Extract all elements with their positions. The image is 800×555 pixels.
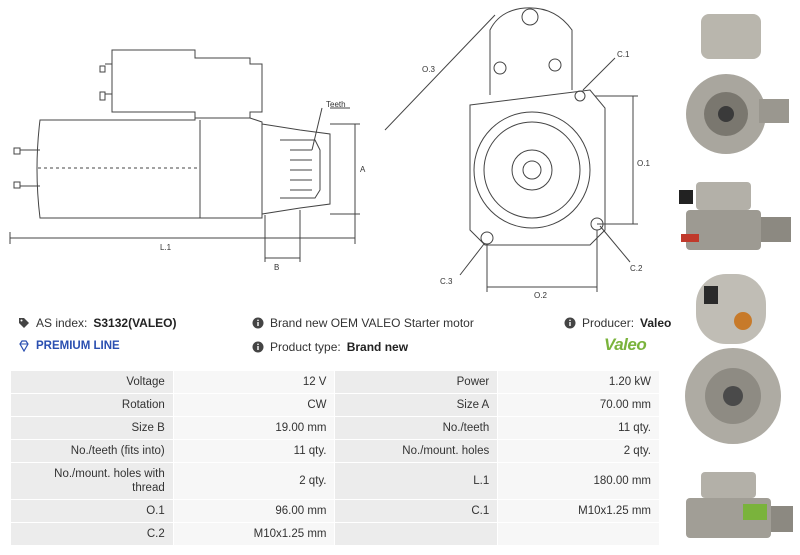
product-photo-3[interactable] <box>671 266 797 456</box>
teeth-label: Teeth <box>326 100 346 109</box>
spec-value: 1.20 kW <box>497 370 660 394</box>
spec-label: No./teeth <box>334 416 499 440</box>
spec-value: 11 qty. <box>172 439 336 463</box>
dim-o2-label: O.2 <box>534 291 547 300</box>
spec-value: 70.00 mm <box>497 393 660 417</box>
dim-b-label: B <box>274 263 279 272</box>
spec-value: 11 qty. <box>497 416 660 440</box>
product-type: Product type: Brand new <box>252 340 408 354</box>
product-photo-2[interactable] <box>671 172 797 260</box>
product-title: Brand new OEM VALEO Starter motor <box>252 316 474 330</box>
spec-label: O.1 <box>10 499 174 523</box>
spec-label: No./teeth (fits into) <box>10 439 174 463</box>
dim-a-label: A <box>360 165 366 174</box>
spec-label: Voltage <box>10 370 174 394</box>
spec-value: 2 qty. <box>497 439 660 463</box>
producer: Producer: Valeo <box>564 316 671 330</box>
dim-c2-label: C.2 <box>630 264 643 273</box>
product-photo-1[interactable] <box>671 4 797 168</box>
dim-o1-label: O.1 <box>637 159 650 168</box>
product-type-label: Product type: <box>270 340 341 354</box>
spec-value: 180.00 mm <box>497 462 660 500</box>
as-index-value: S3132(VALEO) <box>93 316 177 330</box>
info-icon <box>564 317 576 329</box>
premium-line-label: PREMIUM LINE <box>36 340 120 352</box>
info-icon <box>252 317 264 329</box>
spec-label: Power <box>334 370 499 394</box>
technical-drawing: Teeth A L.1 B O.3 C.1 O.1 C.3 C.2 O.2 <box>9 7 650 300</box>
product-info: AS index: S3132(VALEO) PREMIUM LINE Bran… <box>14 312 671 364</box>
tag-icon <box>19 318 29 328</box>
spec-label: Size A <box>334 393 499 417</box>
premium-line: PREMIUM LINE <box>18 340 120 352</box>
spec-value: M10x1.25 mm <box>172 522 336 546</box>
spec-label: L.1 <box>334 462 499 500</box>
spec-value: 96.00 mm <box>172 499 336 523</box>
spec-label: No./mount. holes <box>334 439 499 463</box>
spec-label: Rotation <box>10 393 174 417</box>
spec-value: 19.00 mm <box>172 416 336 440</box>
spec-label: No./mount. holes with thread <box>10 462 174 500</box>
product-title-text: Brand new OEM VALEO Starter motor <box>270 316 474 330</box>
spec-value: 12 V <box>172 370 336 394</box>
spec-value: M10x1.25 mm <box>497 499 660 523</box>
valeo-logo: Valeo <box>604 335 647 354</box>
spec-value: CW <box>172 393 336 417</box>
spec-value: 2 qty. <box>172 462 336 500</box>
info-icon <box>252 341 264 353</box>
spec-label: C.2 <box>10 522 174 546</box>
diamond-icon <box>19 340 29 352</box>
spec-row: No./teeth (fits into)11 qty.No./mount. h… <box>10 439 660 463</box>
spec-value <box>497 522 660 546</box>
as-index-label: AS index: <box>36 316 88 330</box>
dim-c3-label: C.3 <box>440 277 453 286</box>
spec-label: Size B <box>10 416 174 440</box>
product-type-value: Brand new <box>346 340 409 354</box>
spec-label: C.1 <box>334 499 499 523</box>
dim-l1-label: L.1 <box>160 243 172 252</box>
producer-label: Producer: <box>582 316 635 330</box>
dim-o3-label: O.3 <box>422 65 435 74</box>
spec-label <box>334 522 499 546</box>
as-index: AS index: S3132(VALEO) <box>18 316 177 330</box>
product-thumbnails <box>667 0 800 555</box>
dim-c1-label: C.1 <box>617 50 630 59</box>
product-photo-4[interactable] <box>671 464 797 548</box>
producer-value: Valeo <box>640 316 672 330</box>
